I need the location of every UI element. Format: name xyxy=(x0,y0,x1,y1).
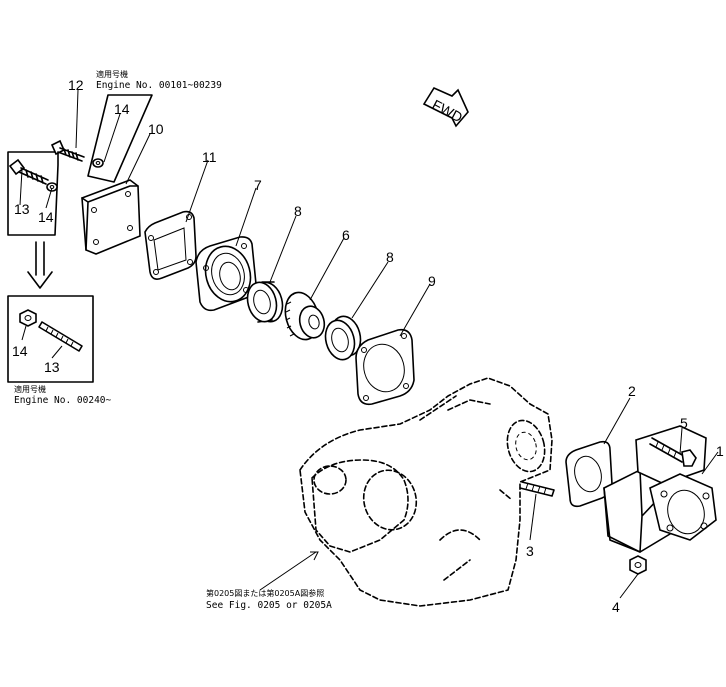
variant-box-bottom xyxy=(7,295,94,383)
leader-lines xyxy=(19,89,719,599)
variant-box-top xyxy=(7,94,153,236)
bearing-8-second xyxy=(324,315,362,361)
gasket-11 xyxy=(144,210,197,280)
callout-12: 12 xyxy=(68,77,84,93)
bolt-12 xyxy=(50,139,85,162)
callout-14-top: 14 xyxy=(114,101,130,117)
bearing-8-first xyxy=(246,281,284,323)
bolt-13-top xyxy=(8,158,49,185)
callout-4: 4 xyxy=(612,599,620,615)
washer-14 xyxy=(92,158,104,168)
nut-4 xyxy=(629,555,647,575)
callout-13-bottom: 13 xyxy=(44,359,60,375)
see-fig-en: See Fig. 0205 or 0205A xyxy=(206,600,332,611)
callout-9: 9 xyxy=(428,273,436,289)
callout-11: 11 xyxy=(202,149,217,165)
callout-14-mid: 14 xyxy=(38,209,54,225)
stud-3 xyxy=(519,481,555,497)
callout-8-first: 8 xyxy=(294,203,302,219)
callout-5: 5 xyxy=(680,415,688,431)
callout-13-top: 13 xyxy=(14,201,30,217)
box-bottom-jp: 適用号機 xyxy=(14,384,46,394)
callout-10: 10 xyxy=(148,121,164,137)
timing-gear-case xyxy=(299,377,553,607)
see-fig-jp: 第0205図または第0205A図参照 xyxy=(206,588,324,598)
callout-3: 3 xyxy=(526,543,534,559)
captions: 適用号機 Engine No. 00101~00239 適用号機 Engine … xyxy=(14,69,332,611)
nut-14 xyxy=(19,309,37,327)
gasket-9 xyxy=(355,328,415,406)
callout-1: 1 xyxy=(716,443,724,459)
bolt-5 xyxy=(649,437,697,467)
down-arrow xyxy=(27,241,53,289)
hydraulic-pump-1 xyxy=(603,425,717,553)
washer-14-top xyxy=(46,182,58,192)
stud-13 xyxy=(38,321,83,352)
callout-6: 6 xyxy=(342,227,350,243)
callout-7: 7 xyxy=(254,177,262,193)
box-top-jp: 適用号機 xyxy=(96,69,128,79)
callout-8-second: 8 xyxy=(386,249,394,265)
bearing-housing-7 xyxy=(195,236,257,312)
callout-2: 2 xyxy=(628,383,636,399)
cover-plate-10 xyxy=(81,179,141,255)
box-bottom-engine: Engine No. 00240~ xyxy=(14,395,112,406)
callout-14-bottom: 14 xyxy=(12,343,28,359)
box-top-engine: Engine No. 00101~00239 xyxy=(96,80,222,91)
callout-numbers: 12 14 10 13 14 11 7 8 6 8 9 2 5 1 3 4 14… xyxy=(12,77,724,615)
gear-6 xyxy=(284,291,326,341)
fwd-arrow-icon: FWD xyxy=(422,86,469,128)
